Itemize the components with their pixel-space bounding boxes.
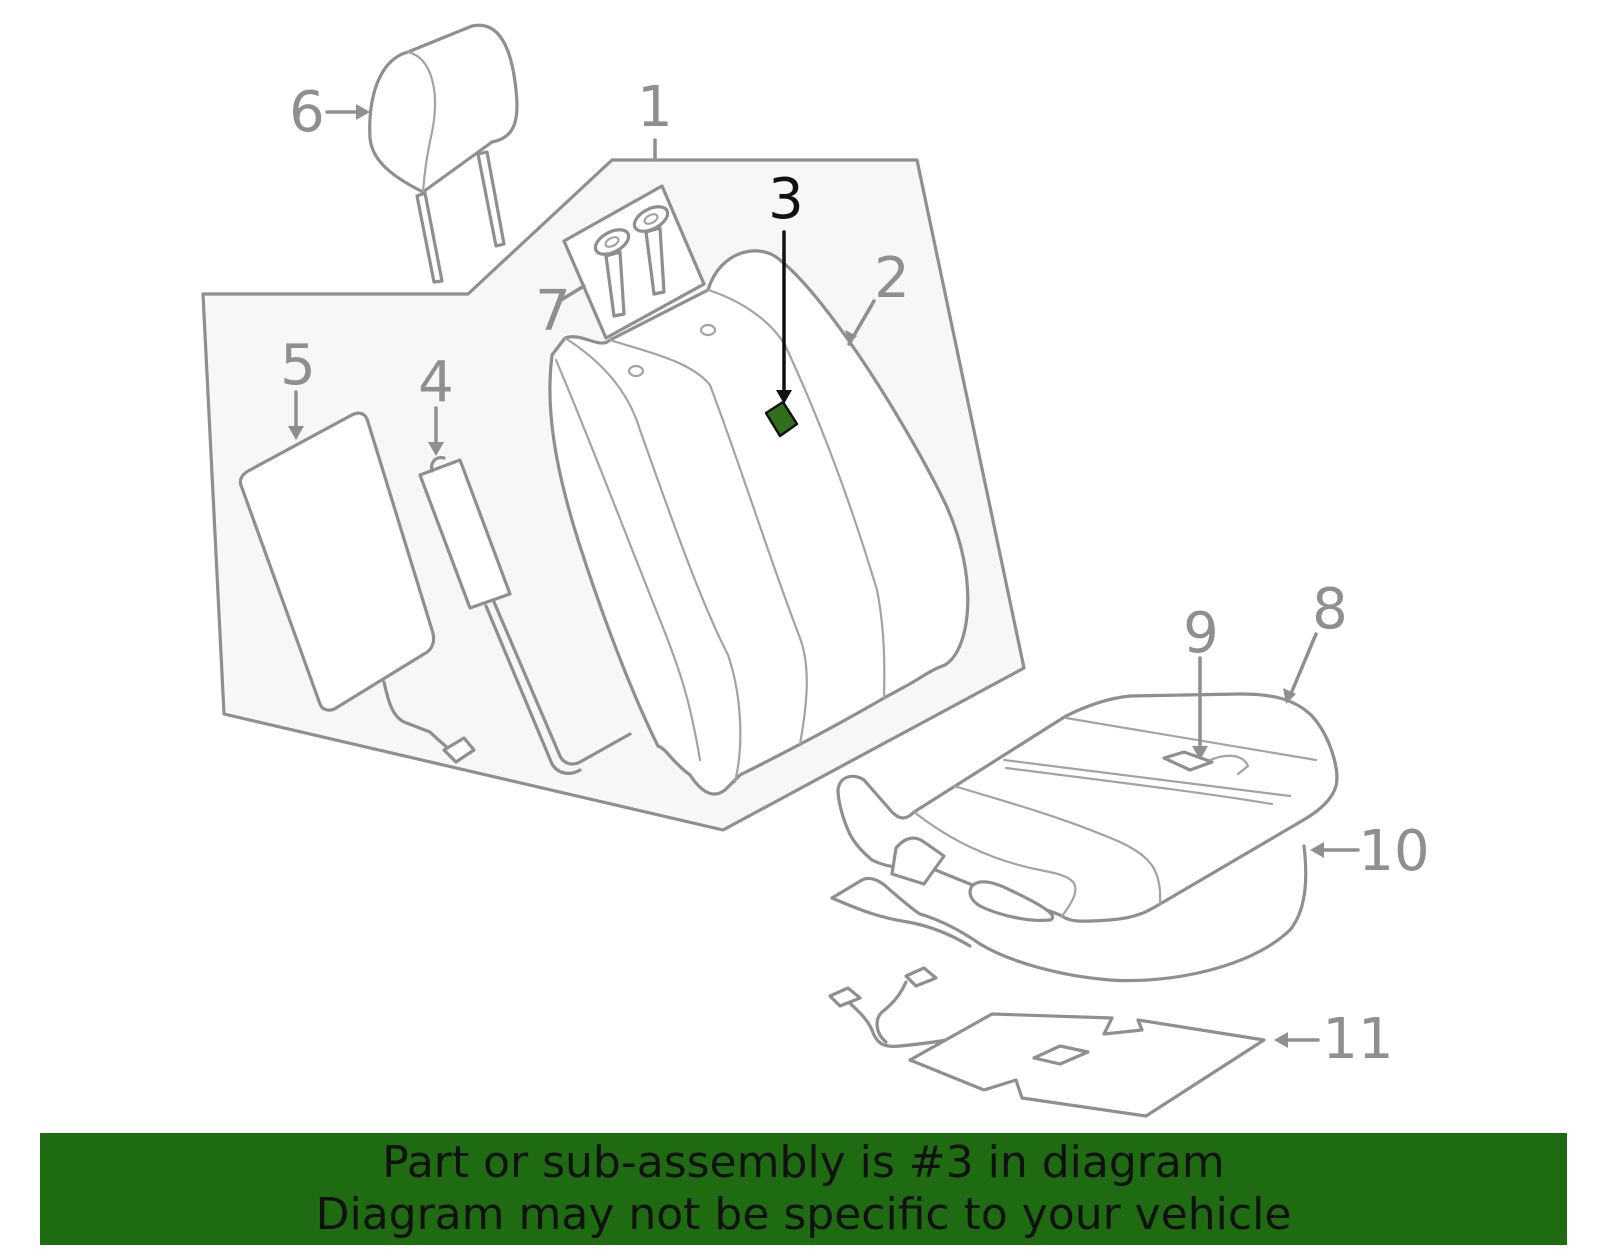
- footer-line-2: Diagram may not be specific to your vehi…: [315, 1189, 1292, 1240]
- footer-line-1: Part or sub-assembly is #3 in diagram: [382, 1137, 1225, 1188]
- callout-5: 5: [280, 333, 316, 398]
- callout-7: 7: [535, 279, 571, 344]
- airbag-sensor: [418, 456, 632, 775]
- seat-cushion: [836, 692, 1339, 923]
- seatback-pad: [548, 249, 970, 796]
- callout-8: 8: [1312, 577, 1348, 642]
- callout-10: 10: [1358, 819, 1429, 884]
- callout-6: 6: [289, 80, 325, 145]
- leader-lines: [288, 104, 1360, 1048]
- side-airbag: [238, 411, 476, 764]
- part-3-highlight: [764, 400, 799, 438]
- headrest-guides: [562, 184, 706, 340]
- callout-4: 4: [418, 350, 454, 415]
- footer-banner: Part or sub-assembly is #3 in diagram Di…: [40, 1133, 1567, 1245]
- callout-9: 9: [1183, 601, 1219, 666]
- callout-1: 1: [637, 75, 673, 140]
- callout-3: 3: [768, 167, 804, 232]
- headrest: [368, 23, 519, 284]
- callout-2: 2: [874, 246, 910, 311]
- seat-sensor-mat: [828, 966, 1266, 1118]
- callout-11: 11: [1322, 1007, 1393, 1072]
- cushion-pan: [830, 844, 1308, 983]
